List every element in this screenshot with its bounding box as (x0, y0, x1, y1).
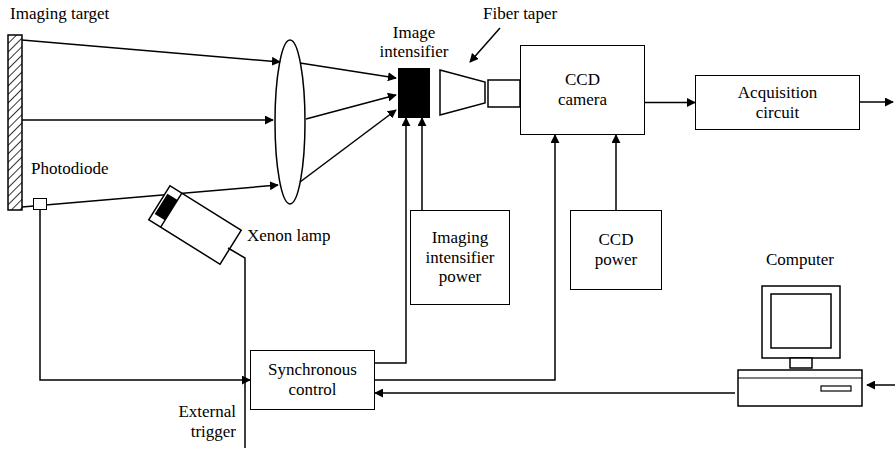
acquisition-box: Acquisition circuit (695, 75, 860, 130)
node-label: Image intensifier (369, 23, 459, 62)
computer: Computer (735, 250, 865, 412)
input-arrow (867, 384, 895, 386)
connector (40, 210, 250, 380)
text-label: Fiber taper (483, 4, 557, 24)
computer-icon (735, 282, 865, 412)
power-box: CCD power (570, 210, 662, 290)
imaging-target (8, 35, 22, 210)
node-label: Photodiode (31, 159, 108, 179)
connector (375, 118, 406, 363)
connector (375, 392, 735, 394)
control-box: Synchronous control (250, 350, 375, 410)
photodiode: Photodiode (33, 198, 47, 210)
node-label: Synchronous control (263, 360, 363, 399)
text-label: External trigger (156, 402, 236, 441)
connector (421, 118, 423, 210)
node-label: CCD power (586, 230, 646, 269)
node-label: Imaging intensifier power (417, 228, 503, 287)
power-box: Imaging intensifier power (410, 210, 510, 305)
lens (275, 40, 305, 204)
connector (645, 102, 695, 104)
camera-lens (488, 80, 520, 107)
text-label: Xenon lamp (247, 226, 331, 246)
leader-line (470, 28, 500, 62)
output-arrow (860, 101, 893, 103)
xenon-lamp (149, 186, 241, 264)
connector (615, 135, 617, 210)
node-label: Computer (735, 250, 865, 270)
fiber-taper (440, 70, 485, 115)
connector (375, 135, 555, 380)
image-intensifier: Image intensifier (398, 68, 430, 118)
node-label: Acquisition circuit (723, 83, 833, 122)
ccd-camera: CCD camera (520, 45, 645, 135)
node-label: CCD camera (548, 70, 618, 109)
light-rays (22, 40, 396, 207)
text-label: Imaging target (10, 4, 109, 24)
